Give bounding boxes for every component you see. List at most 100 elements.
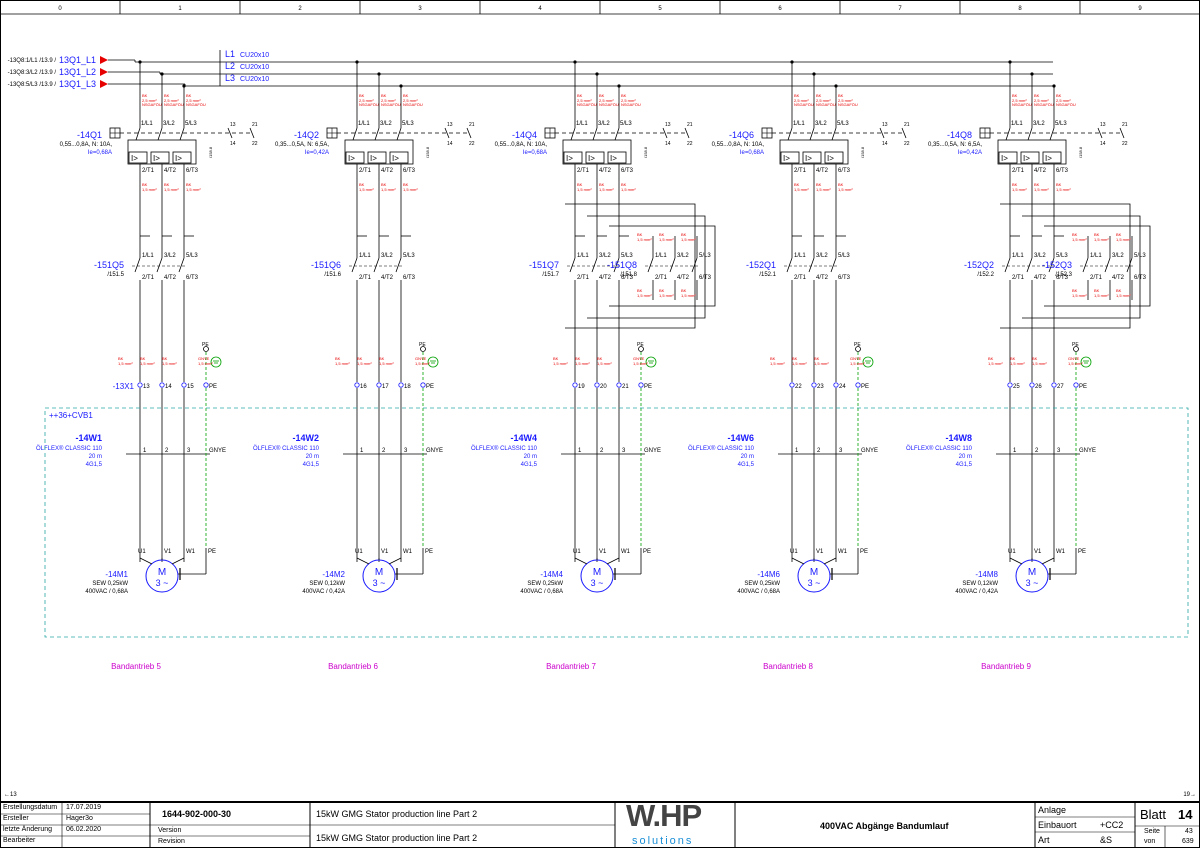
cable-core: GNYE: [209, 448, 226, 454]
aux-contact: [684, 127, 690, 139]
last-change: 06.02.2020: [66, 826, 102, 833]
wire-note: NSGAFÖU: [838, 102, 858, 107]
breaker-terminal-in: 3/L2: [163, 121, 175, 127]
terminal-number: 13: [143, 384, 150, 390]
wire-cross-section: 2,5 mm²: [164, 98, 179, 103]
terminal: [1051, 382, 1057, 388]
breaker-terminal-out: 6/T3: [1056, 168, 1069, 174]
contactor-contact: [1026, 257, 1033, 273]
contactor-terminal-out: 2/T1: [794, 275, 807, 281]
wire-cross-section: 2,5 mm²: [1056, 98, 1071, 103]
contactor-terminal-out: 4/T2: [1112, 275, 1125, 281]
revision-label: Revision: [158, 838, 185, 845]
wire-color: BK: [164, 93, 170, 98]
wire-cross-section: 1,5 mm²: [1032, 361, 1047, 366]
page-number: 43: [1185, 828, 1193, 835]
breaker-id: -14Q6: [729, 130, 754, 140]
junction: [355, 60, 359, 64]
cable-core: GNYE: [1079, 448, 1096, 454]
motor-phase: 3 ~: [156, 578, 169, 588]
aux-contact: [444, 127, 450, 139]
breaker-terminal-out: 4/T2: [599, 168, 612, 174]
contactor-ref: /152.2: [977, 272, 994, 278]
contactor-contact: [691, 257, 698, 273]
contactor-terminal-in: 1/L1: [794, 253, 806, 259]
breaker-contact: [614, 127, 620, 141]
contactor-contact: [669, 257, 676, 273]
column-number: 6: [778, 6, 782, 12]
wire-cross-section: 1,5 mm²: [988, 361, 1003, 366]
wire-color: BK: [597, 356, 603, 361]
supply-name: 13Q1_L2: [59, 67, 96, 77]
junction: [182, 84, 186, 88]
cable-type: ÖLFLEX® CLASSIC 110: [688, 445, 755, 452]
motor-symbol: M: [1028, 567, 1036, 578]
contactor-terminal-out: 2/T1: [142, 275, 155, 281]
motor-symbol: M: [375, 567, 383, 578]
terminal: [398, 382, 404, 388]
breaker-contact: [570, 127, 576, 141]
breaker-id: -14Q1: [77, 130, 102, 140]
contactor-terminal-in: 5/L3: [621, 253, 633, 259]
wire-color: BK: [359, 182, 365, 187]
contactor-contact: [569, 257, 576, 273]
aux-terminal: 13: [230, 122, 236, 128]
wire-color: BK: [577, 182, 583, 187]
cable-core: 2: [1035, 448, 1039, 454]
wire-cross-section: 1,5 mm²: [814, 361, 829, 366]
breaker-ie: Ie=0,68A: [88, 150, 112, 156]
motor-lead: [388, 557, 402, 565]
page-count: 639: [1182, 838, 1194, 845]
cable-cross-section: 4G1,5: [956, 462, 973, 468]
cable-core: 3: [1057, 448, 1061, 454]
wire-color: BK: [681, 232, 687, 237]
cable-core: 3: [187, 448, 191, 454]
wire-cross-section: 1,5 mm²: [379, 361, 394, 366]
trip-unit: [389, 151, 409, 164]
breaker-terminal-in: 1/L1: [141, 121, 153, 127]
contactor: -152Q3/152.31/L12/T13/L24/T25/L36/T3: [1042, 253, 1147, 281]
motor-id: -14M8: [975, 570, 998, 579]
wire-color: BK: [403, 93, 409, 98]
contactor-ref: /151.7: [542, 272, 559, 278]
cable-cross-section: 4G1,5: [738, 462, 755, 468]
contactor-terminal-out: 4/T2: [1034, 275, 1047, 281]
wire-note: NSGAFÖU: [186, 102, 206, 107]
column-number: 7: [898, 6, 902, 12]
wire-color: BK: [142, 182, 148, 187]
motor-rating: 400VAC / 0,42A: [955, 589, 998, 595]
terminal-number: PE: [426, 384, 434, 390]
drive-label: Bandantrieb 9: [981, 662, 1031, 671]
reversing-wire: [1022, 215, 1141, 319]
contactor-id: -151Q5: [94, 260, 124, 270]
aux-terminal: 21: [1122, 122, 1128, 128]
wire-cross-section: 1,5 mm²: [186, 187, 201, 192]
contactor-terminal-out: 6/T3: [1056, 275, 1069, 281]
wire-cross-section: 1,5 mm²: [637, 237, 652, 242]
last-change-label: letzte Änderung: [3, 826, 53, 833]
terminal-number: PE: [644, 384, 652, 390]
motor-type: SEW 0,25kW: [744, 581, 780, 587]
terminal: [181, 382, 187, 388]
wire-color: BK: [118, 356, 124, 361]
trip-symbol: I>: [175, 154, 182, 163]
contactor-id: -152Q3: [1042, 260, 1072, 270]
pe-label: PE: [1072, 342, 1079, 348]
breaker-contact: [1049, 127, 1055, 141]
motor-terminal: PE: [208, 549, 216, 555]
motor-phase: 3 ~: [808, 578, 821, 588]
pe-label: PE: [854, 342, 861, 348]
contactor-id: -152Q2: [964, 260, 994, 270]
junction: [573, 60, 577, 64]
contactor-contact: [351, 257, 358, 273]
trip-symbol: I>: [827, 154, 834, 163]
wire-cross-section: 2,5 mm²: [142, 98, 157, 103]
wire-cross-section: 2,5 mm²: [403, 98, 418, 103]
title-block: Erstellungsdatum 17.07.2019 Ersteller Ha…: [0, 798, 1200, 848]
breaker-ie: Ie=0,42A: [958, 150, 982, 156]
contactor-terminal-out: 6/T3: [621, 275, 634, 281]
wire-cross-section: 1,5 mm²: [415, 361, 430, 366]
motor-terminal: W1: [621, 549, 631, 555]
